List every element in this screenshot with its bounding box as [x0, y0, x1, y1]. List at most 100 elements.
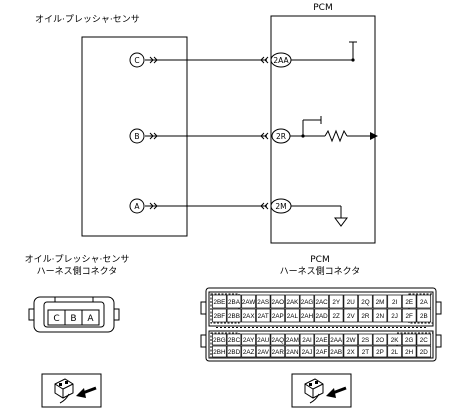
sensor-pin-b-chevron-icon — [149, 132, 158, 140]
pcm-title: PCM — [313, 3, 332, 13]
pcm-terminal-cell — [416, 308, 432, 323]
pcm-terminal-2u: 2U — [347, 299, 356, 306]
ground-icon — [334, 217, 348, 227]
resistor-icon — [324, 129, 348, 143]
pcm-terminal-cell — [343, 308, 359, 323]
pcm-terminal-cell — [241, 345, 256, 358]
pcm-terminal-cell — [226, 294, 242, 309]
signal-arrow-icon — [370, 132, 378, 140]
pcm-terminal-2o: 2O — [376, 337, 385, 344]
pcm-terminal-2aq: 2AQ — [271, 337, 284, 344]
pcm-terminal-cell — [387, 294, 402, 309]
pcm-terminal-2t: 2T — [362, 349, 370, 356]
pcm-terminal-2z: 2Z — [333, 313, 341, 320]
pcm-terminal-2ay: 2AY — [243, 337, 255, 344]
pcm-terminal-2bg: 2BG — [213, 337, 226, 344]
pcm-terminal-cell — [358, 333, 373, 346]
pcm-terminal-cell — [212, 294, 227, 309]
sensor-connector-cell-c: C — [53, 314, 59, 324]
pcm-terminal-2at: 2AT — [258, 313, 269, 320]
pcm-terminal-cell — [314, 308, 329, 323]
pcm-terminal-cell — [416, 345, 432, 358]
pcm-terminal-2aj: 2AJ — [302, 349, 313, 356]
pcm-connector-view-icon — [291, 373, 352, 408]
pcm-terminal-2w: 2W — [346, 337, 356, 344]
pcm-terminal-cell — [241, 294, 256, 309]
pcm-connector-title-2: ハーネス側コネクタ — [280, 265, 361, 277]
sensor-title: オイル·プレッシャ·センサ — [35, 14, 140, 25]
pcm-terminal-cell — [372, 333, 388, 346]
pcm-terminal-2l: 2L — [391, 349, 399, 356]
pcm-terminal-2e: 2E — [405, 299, 413, 306]
pcm-terminal-cell — [328, 333, 344, 346]
pcm-terminal-cell — [299, 308, 315, 323]
pcm-terminal-2bh: 2BH — [213, 349, 226, 356]
pcm-terminal-cell — [270, 308, 286, 323]
pcm-terminal-cell — [241, 308, 256, 323]
pcm-terminal-2s: 2S — [362, 337, 370, 344]
pcm-terminal-2n: 2N — [376, 313, 385, 320]
pcm-terminal-cell — [299, 345, 315, 358]
pcm-terminal-2a: 2A — [420, 299, 429, 306]
pcm-terminal-cell — [285, 294, 300, 309]
pcm-terminal-cell — [270, 333, 286, 346]
sensor-connector-title-1: オイル·プレッシャ·センサ — [25, 254, 130, 265]
pcm-connector-title-1: PCM — [310, 255, 329, 265]
pcm-terminal-2v: 2V — [347, 313, 356, 320]
pcm-terminal-2p: 2P — [376, 349, 384, 356]
pcm-terminal-2bf: 2BF — [214, 313, 226, 320]
pcm-terminal-cell — [270, 294, 286, 309]
pcm-terminal-cell — [226, 345, 242, 358]
pcm-terminal-2x: 2X — [347, 349, 356, 356]
pcm-terminal-2ah: 2AH — [301, 313, 314, 320]
pcm-terminal-2q: 2Q — [361, 299, 370, 306]
pcm-terminal-cell — [372, 294, 388, 309]
pcm-terminal-cell — [372, 345, 388, 358]
pcm-terminal-2ai: 2AI — [302, 337, 312, 344]
pcm-terminal-cell — [358, 308, 373, 323]
pcm-terminal-cell — [328, 308, 344, 323]
pcm-terminal-cell — [328, 345, 344, 358]
pcm-terminal-cell — [358, 345, 373, 358]
pcm-terminal-2av: 2AV — [257, 349, 269, 356]
pcm-terminal-2ar: 2AR — [272, 349, 285, 356]
pcm-terminal-2ad: 2AD — [315, 313, 328, 320]
pcm-terminal-2ax: 2AX — [243, 313, 256, 320]
pcm-terminal-2aa: 2AA — [330, 337, 343, 344]
pcm-terminal-2d: 2D — [420, 349, 429, 356]
sensor-connector-cell-b: B — [70, 314, 76, 324]
pcm-pin-2m-chevron-icon — [260, 202, 269, 210]
pcm-terminal-cell — [387, 308, 402, 323]
pcm-terminal-cell — [299, 333, 315, 346]
pcm-pin-2m: 2M — [275, 202, 286, 211]
pcm-terminal-cell — [270, 345, 286, 358]
pcm-terminal-2y: 2Y — [332, 299, 341, 306]
pcm-terminal-2g: 2G — [405, 337, 414, 344]
pcm-terminal-2i: 2I — [392, 299, 398, 306]
pcm-terminal-cell — [343, 345, 359, 358]
pcm-terminal-2ao: 2AO — [271, 299, 284, 306]
pcm-terminal-cell — [299, 294, 315, 309]
pcm-terminal-cell — [241, 333, 256, 346]
sensor-pin-c: C — [134, 56, 139, 65]
pcm-terminal-2as: 2AS — [257, 299, 269, 306]
pcm-terminal-2af: 2AF — [316, 349, 328, 356]
pcm-terminal-2m: 2M — [376, 299, 385, 306]
pcm-terminal-cell — [401, 333, 417, 346]
pcm-terminal-2aw: 2AW — [242, 299, 255, 306]
pcm-terminal-2b: 2B — [420, 313, 428, 320]
pcm-pin-2r-chevron-icon — [260, 132, 269, 140]
pcm-terminal-2ab: 2AB — [330, 349, 342, 356]
sensor-pin-b: B — [134, 132, 139, 141]
pcm-terminal-2bc: 2BC — [228, 337, 241, 344]
wire-a-2m: A 2M — [129, 198, 348, 227]
pcm-terminal-cell — [226, 333, 242, 346]
pcm-terminal-2ac: 2AC — [315, 299, 328, 306]
pcm-terminal-2bd: 2BD — [228, 349, 241, 356]
sensor-pin-a: A — [134, 202, 140, 211]
pcm-terminal-2an: 2AN — [286, 349, 299, 356]
pcm-terminal-2f: 2F — [406, 313, 414, 320]
pcm-terminal-cell — [255, 333, 271, 346]
